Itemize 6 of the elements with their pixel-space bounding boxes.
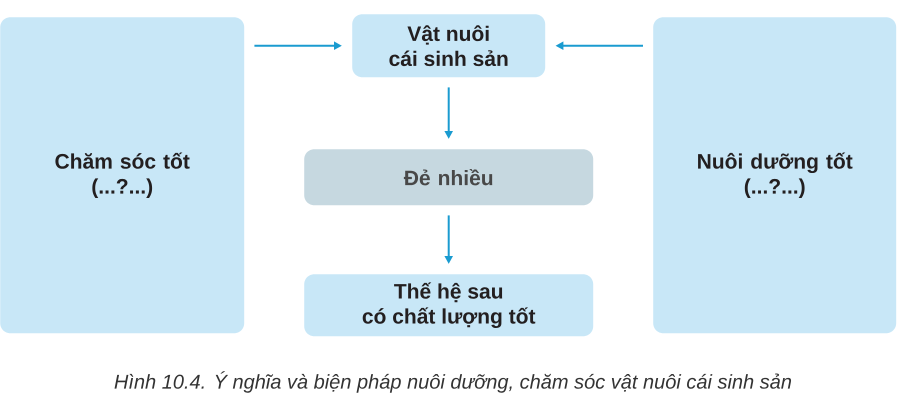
caption: Hình 10.4. Ý nghĩa và biện pháp nuôi dưỡng, chăm sóc vật nuôi cái sinh sản <box>114 371 792 393</box>
text-box: Chăm sóc tốt (...?...) <box>0 17 244 334</box>
text-box: Thế hệ sau có chất lượng tốt <box>304 274 594 336</box>
text-box: Đẻ nhiều <box>304 149 594 206</box>
text-box: Vật nuôi cái sinh sản <box>352 14 546 78</box>
text-box: Nuôi dưỡng tốt (...?...) <box>653 17 896 334</box>
